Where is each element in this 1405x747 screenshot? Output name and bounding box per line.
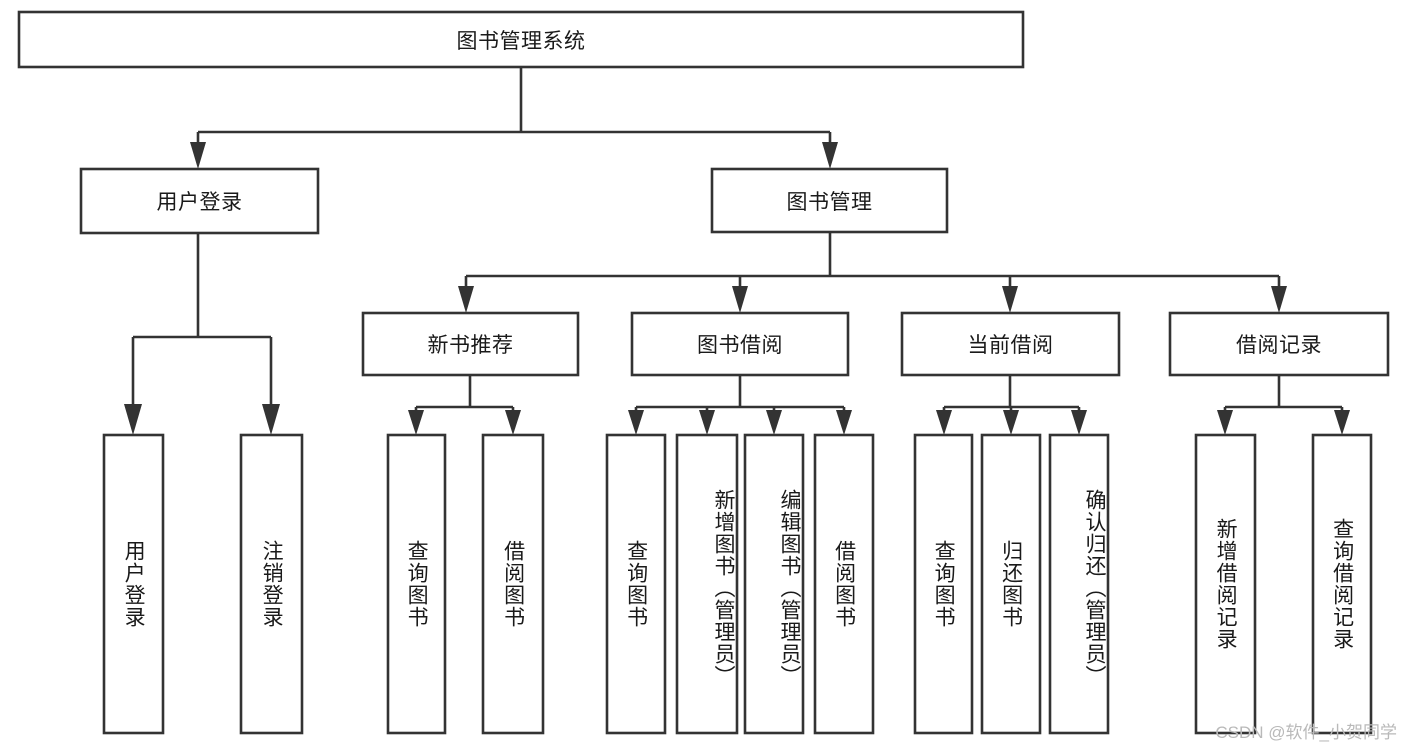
arrowhead-leaf-query-book-3 (936, 410, 952, 435)
arrowhead-leaf-query-book-2 (628, 410, 644, 435)
node-box-root[interactable] (17, 10, 1025, 69)
arrowhead-book-manage (822, 142, 838, 169)
node-box-leaf-query-book-3[interactable] (913, 433, 974, 735)
node-box-leaf-add-record[interactable] (1194, 433, 1257, 735)
arrowhead-book-borrow (732, 286, 748, 313)
connector-group-borrow-record (1217, 375, 1350, 435)
node-box-user-login[interactable] (79, 167, 320, 235)
node-box-book-borrow[interactable] (630, 311, 850, 377)
connector-group-new-book-recommend (408, 375, 521, 435)
arrowhead-new-book-recommend (458, 286, 474, 313)
connector-group-book-borrow (628, 375, 852, 435)
node-box-leaf-user-logout[interactable] (239, 433, 304, 735)
node-box-book-manage[interactable] (710, 167, 949, 234)
arrowhead-leaf-return-book (1003, 410, 1019, 435)
connector-group-current-borrow (936, 375, 1087, 435)
arrowhead-user-login (190, 142, 206, 169)
node-box-leaf-confirm-return[interactable] (1048, 433, 1110, 735)
node-box-leaf-add-book[interactable] (675, 433, 739, 735)
arrowhead-leaf-edit-book (766, 410, 782, 435)
node-box-leaf-query-record[interactable] (1311, 433, 1373, 735)
arrowhead-leaf-borrow-book-1 (505, 410, 521, 435)
arrowhead-leaf-add-book (699, 410, 715, 435)
connector-group-book-manage (458, 232, 1287, 313)
node-box-leaf-user-login[interactable] (102, 433, 165, 735)
arrowhead-leaf-borrow-book-2 (836, 410, 852, 435)
arrowhead-leaf-add-record (1217, 410, 1233, 435)
node-box-leaf-return-book[interactable] (980, 433, 1042, 735)
arrowhead-leaf-query-record (1334, 410, 1350, 435)
node-box-leaf-borrow-book-1[interactable] (481, 433, 545, 735)
connector-group-root (190, 67, 838, 169)
node-box-leaf-edit-book[interactable] (743, 433, 805, 735)
connector-group-user-login (124, 233, 280, 435)
arrowhead-leaf-query-book-1 (408, 410, 424, 435)
node-box-leaf-query-book-1[interactable] (386, 433, 447, 735)
node-box-leaf-borrow-book-2[interactable] (813, 433, 875, 735)
node-box-current-borrow[interactable] (900, 311, 1121, 377)
arrowhead-leaf-user-login (124, 404, 142, 435)
arrowhead-current-borrow (1002, 286, 1018, 313)
arrowhead-leaf-user-logout (262, 404, 280, 435)
arrowhead-borrow-record (1271, 286, 1287, 313)
node-box-borrow-record[interactable] (1168, 311, 1390, 377)
node-box-new-book-recommend[interactable] (361, 311, 580, 377)
arrowhead-leaf-confirm-return (1071, 410, 1087, 435)
node-box-leaf-query-book-2[interactable] (605, 433, 667, 735)
